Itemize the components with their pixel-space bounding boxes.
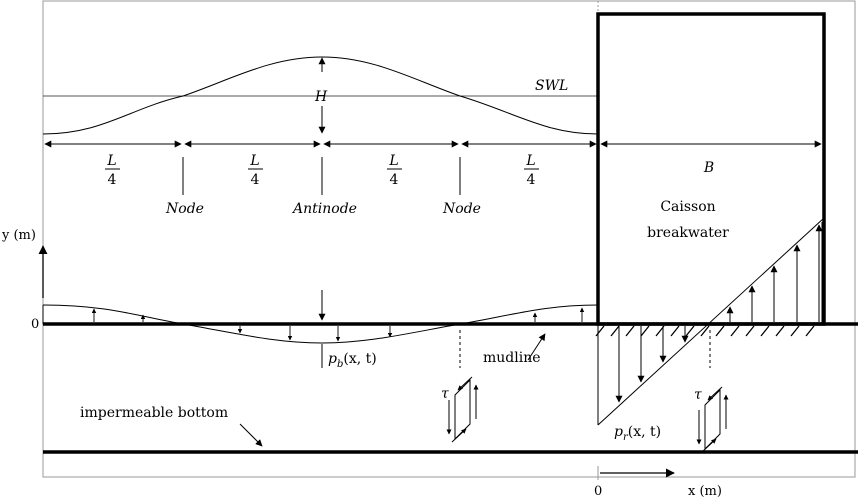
antinode-label: Antinode bbox=[291, 201, 357, 217]
fraction-4: L 4 bbox=[524, 153, 539, 188]
y-origin-label: 0 bbox=[31, 317, 39, 332]
x-origin-label: 0 bbox=[594, 484, 602, 499]
caisson-label-line1: Caisson bbox=[660, 199, 715, 215]
caisson-label-line2: breakwater bbox=[647, 225, 729, 241]
caisson-pressure-arrows bbox=[615, 224, 823, 403]
caisson-foundation-hatch bbox=[595, 325, 815, 337]
svg-text:L: L bbox=[106, 153, 116, 169]
caisson-pressure-envelope bbox=[597, 217, 825, 426]
caisson-width-label: B bbox=[703, 160, 714, 176]
svg-text:4: 4 bbox=[390, 172, 399, 188]
swl-label: SWL bbox=[535, 78, 568, 94]
tau-label-left: τ bbox=[441, 386, 449, 402]
svg-text:L: L bbox=[388, 153, 398, 169]
seabed-pressure-arrows bbox=[91, 307, 585, 342]
node-label-right: Node bbox=[442, 201, 481, 217]
mudline-label: mudline bbox=[483, 350, 541, 366]
svg-text:4: 4 bbox=[527, 172, 536, 188]
node-label-left: Node bbox=[165, 201, 204, 217]
fraction-1: L 4 bbox=[105, 153, 120, 188]
shear-element-right bbox=[696, 386, 729, 453]
shear-element-left bbox=[446, 376, 479, 443]
fraction-3: L 4 bbox=[387, 153, 402, 188]
tau-label-right: τ bbox=[694, 387, 702, 403]
svg-text:L: L bbox=[525, 153, 535, 169]
pb-label: pb(x, t) bbox=[328, 351, 377, 370]
svg-text:4: 4 bbox=[108, 172, 117, 188]
y-axis-label: y (m) bbox=[1, 228, 36, 243]
bottom-label: impermeable bottom bbox=[80, 405, 228, 421]
svg-text:4: 4 bbox=[251, 172, 260, 188]
bottom-pointer bbox=[239, 423, 263, 447]
svg-text:L: L bbox=[249, 153, 259, 169]
fraction-2: L 4 bbox=[248, 153, 263, 188]
seabed-pressure-curve bbox=[42, 304, 599, 344]
x-axis-label: x (m) bbox=[688, 484, 722, 499]
mudline-pointer bbox=[527, 333, 546, 361]
pr-label: pr(x, t) bbox=[614, 424, 661, 443]
diagram-frame bbox=[42, 0, 856, 478]
wave-height-label: H bbox=[314, 89, 328, 105]
wave-surface bbox=[42, 56, 599, 135]
